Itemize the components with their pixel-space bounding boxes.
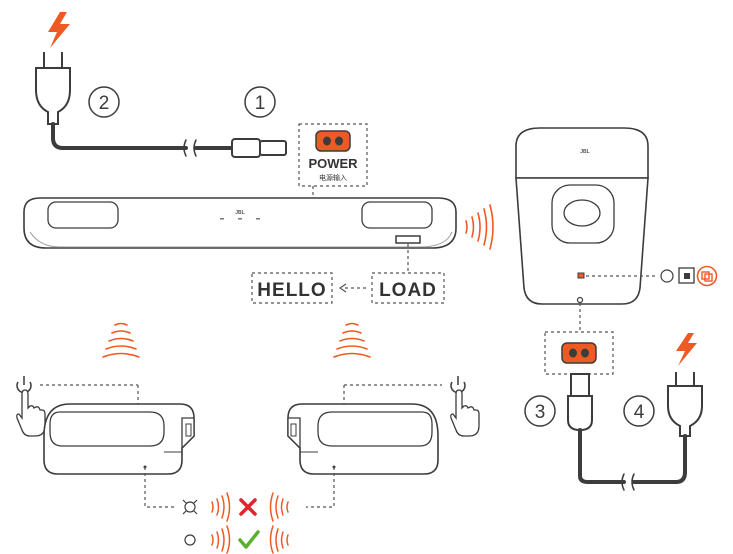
step-1-marker: 1 bbox=[244, 86, 276, 118]
subwoofer-socket-callout bbox=[544, 303, 614, 375]
pointing-hand-icon-left bbox=[16, 389, 46, 437]
led-solid-icon bbox=[184, 534, 196, 546]
step-3-marker: 3 bbox=[524, 395, 556, 427]
power-port-callout: POWER 电源输入 bbox=[298, 123, 368, 198]
wireless-wave-icon-soundbar bbox=[465, 204, 494, 250]
power-socket-icon-sub bbox=[561, 342, 597, 364]
pairing-icon bbox=[696, 265, 718, 287]
load-display-box bbox=[371, 272, 445, 304]
pairing-succeeded-row bbox=[184, 525, 289, 554]
subwoofer-power-inlet-point bbox=[576, 296, 584, 304]
led-off-icon bbox=[660, 269, 674, 283]
pairing-failed-row bbox=[182, 492, 289, 522]
power-socket-icon bbox=[315, 130, 351, 152]
svg-text:LOAD: LOAD bbox=[379, 280, 437, 301]
svg-text:HELLO: HELLO bbox=[257, 280, 326, 301]
subwoofer-led-callout bbox=[586, 265, 718, 287]
wireless-wave-icon-right-speaker bbox=[333, 322, 371, 358]
subwoofer: JBL bbox=[515, 127, 649, 305]
svg-text:3: 3 bbox=[535, 402, 546, 423]
step-4-marker: 4 bbox=[623, 395, 655, 427]
iec-connector-left bbox=[231, 138, 287, 158]
svg-text:POWER: POWER bbox=[308, 156, 358, 171]
lightning-bolt-icon-left bbox=[48, 12, 70, 48]
wireless-wave-out-icon bbox=[211, 492, 231, 522]
soundbar: JBL bbox=[23, 197, 457, 249]
lightning-bolt-icon-right bbox=[676, 333, 697, 366]
arrow-left-icon bbox=[338, 283, 366, 293]
power-cable-left bbox=[51, 122, 234, 157]
led-on-icon bbox=[678, 267, 695, 284]
svg-text:JBL: JBL bbox=[580, 149, 589, 155]
svg-text:JBL: JBL bbox=[235, 210, 244, 216]
wireless-wave-in-icon bbox=[269, 492, 289, 522]
wireless-wave-out-icon-2 bbox=[211, 525, 231, 554]
display-callout: LOAD HELLO bbox=[251, 244, 445, 304]
svg-text:2: 2 bbox=[99, 93, 110, 114]
pointing-hand-icon-right bbox=[450, 389, 480, 437]
step-2-marker: 2 bbox=[88, 86, 120, 118]
eu-plug-icon-left bbox=[35, 52, 71, 125]
cross-icon bbox=[239, 498, 257, 516]
check-icon bbox=[238, 530, 260, 549]
hello-display-box bbox=[251, 272, 333, 304]
wireless-wave-in-icon-2 bbox=[269, 525, 289, 554]
svg-text:电源输入: 电源输入 bbox=[319, 173, 347, 182]
pairing-connectors bbox=[144, 467, 335, 508]
subwoofer-status-led bbox=[577, 272, 585, 279]
svg-text:1: 1 bbox=[255, 93, 266, 114]
surround-speaker-left bbox=[43, 403, 195, 475]
svg-text:4: 4 bbox=[634, 402, 645, 423]
led-blinking-icon bbox=[182, 499, 198, 515]
wireless-wave-icon-left-speaker bbox=[102, 322, 140, 358]
power-cable-right bbox=[578, 428, 687, 491]
eu-plug-icon-right bbox=[667, 372, 703, 437]
soundbar-display-window bbox=[395, 235, 421, 244]
soundbar-top-buttons bbox=[220, 218, 260, 220]
surround-speaker-right bbox=[287, 403, 439, 475]
iec-connector-right bbox=[567, 373, 593, 432]
